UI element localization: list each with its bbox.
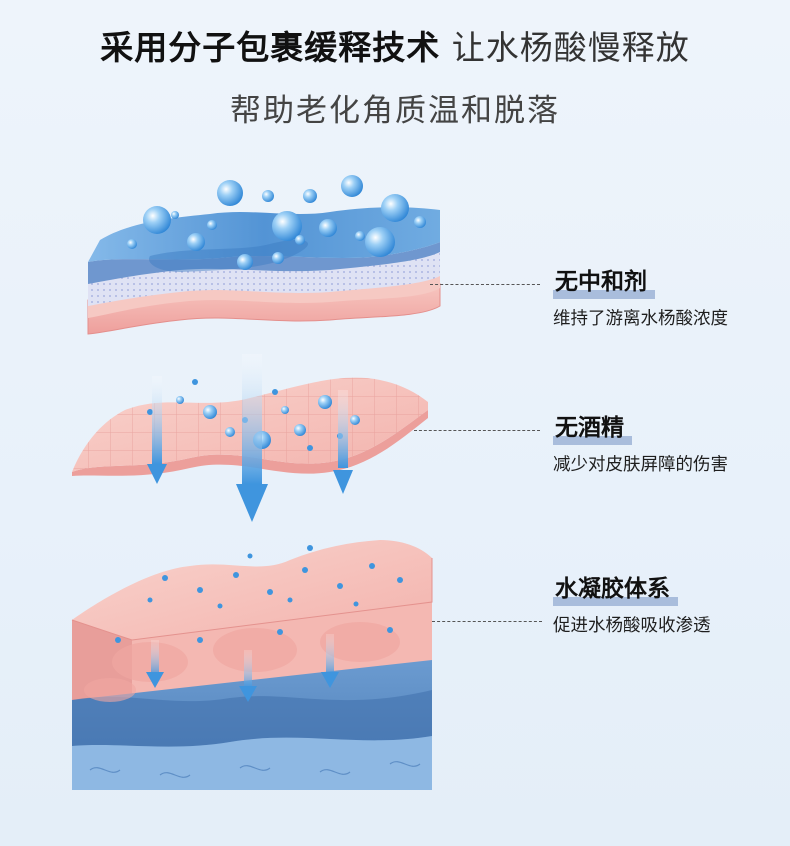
arrows-down-middle bbox=[147, 354, 353, 522]
headline-line2: 帮助老化角质温和脱落 bbox=[230, 93, 560, 129]
arrows-down-bottom bbox=[146, 634, 339, 702]
gel-layer-stack bbox=[87, 207, 441, 335]
bubbles-top bbox=[127, 175, 426, 270]
feature-hydrogel: 水凝胶体系 促进水杨酸吸收渗透 bbox=[553, 574, 753, 639]
feature-title: 无酒精 bbox=[555, 415, 624, 441]
skin-layers-illustration bbox=[71, 175, 441, 790]
feature-desc: 减少对皮肤屏障的伤害 bbox=[553, 455, 728, 475]
headline-bold: 采用分子包裹缓释技术 bbox=[100, 28, 441, 67]
leader-line-3 bbox=[432, 621, 542, 622]
leader-line-1 bbox=[430, 284, 540, 285]
skin-block bbox=[71, 540, 433, 790]
headline-light: 让水杨酸慢释放 bbox=[451, 28, 690, 67]
feature-desc: 维持了游离水杨酸浓度 bbox=[553, 309, 728, 329]
feature-no-neutralizer: 无中和剂 维持了游离水杨酸浓度 bbox=[553, 267, 753, 332]
feature-title: 水凝胶体系 bbox=[555, 576, 670, 602]
leader-line-2 bbox=[414, 430, 540, 431]
molecule-dots-middle bbox=[147, 379, 360, 451]
feature-desc: 促进水杨酸吸收渗透 bbox=[553, 616, 711, 636]
feature-no-alcohol: 无酒精 减少对皮肤屏障的伤害 bbox=[553, 413, 753, 478]
headline-line1: 采用分子包裹缓释技术 让水杨酸慢释放 bbox=[0, 24, 790, 72]
molecule-dots-bottom bbox=[115, 545, 403, 643]
feature-title: 无中和剂 bbox=[555, 269, 647, 295]
header: 采用分子包裹缓释技术 让水杨酸慢释放 帮助老化角质温和脱落 bbox=[0, 24, 790, 136]
